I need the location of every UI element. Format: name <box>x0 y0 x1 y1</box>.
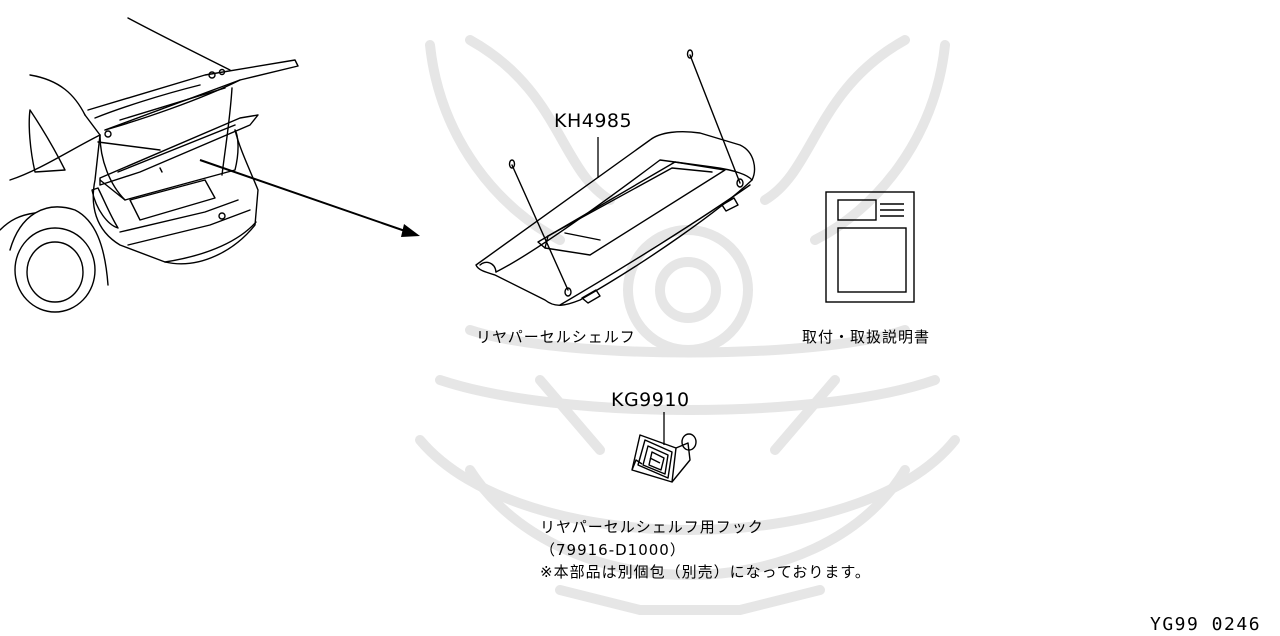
hook-sub-part-number: （79916-D1000） <box>540 541 686 559</box>
parcel-shelf-illustration <box>475 49 756 306</box>
car-rear-illustration <box>0 17 299 313</box>
hook-note: ※本部品は別個包（別売）になっております。 <box>540 563 871 581</box>
hook-part-number: KG9910 <box>611 389 690 411</box>
pointer-arrow <box>199 159 420 237</box>
drawing-reference-code: YG99 0246 <box>1150 614 1262 635</box>
shelf-caption: リヤパーセルシェルフ <box>476 328 636 346</box>
watermark-emblem <box>415 35 960 615</box>
manual-caption: 取付・取扱説明書 <box>802 328 931 346</box>
shelf-part-number: KH4985 <box>554 110 633 132</box>
instruction-manual-illustration <box>825 191 915 303</box>
hook-caption: リヤパーセルシェルフ用フック <box>540 518 764 536</box>
